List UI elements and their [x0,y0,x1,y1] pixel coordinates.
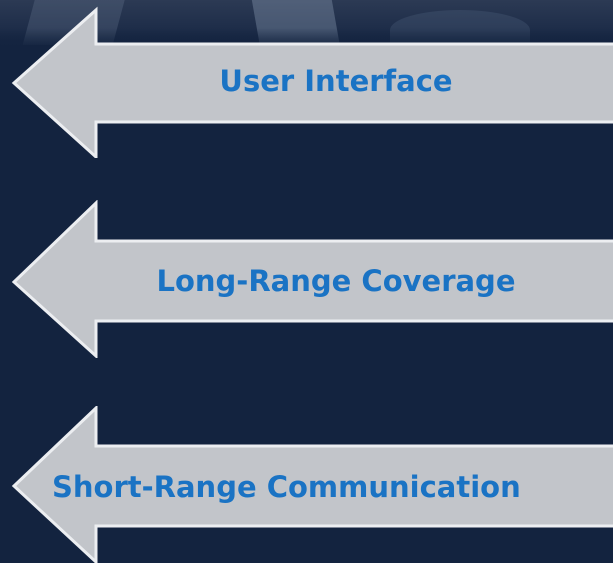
arrow-label: User Interface [219,64,453,98]
left-arrow-icon [11,6,613,158]
arrow-short-range-communication: Short-Range Communication [0,406,613,563]
left-arrow-icon [11,200,613,358]
arrow-label: Short-Range Communication [52,470,521,504]
header-photo-strip [0,0,613,48]
left-arrow-icon [11,406,613,563]
arrow-user-interface: User Interface [0,0,613,158]
arrow-label: Long-Range Coverage [156,264,516,298]
arrow-long-range-coverage: Long-Range Coverage [0,200,613,358]
